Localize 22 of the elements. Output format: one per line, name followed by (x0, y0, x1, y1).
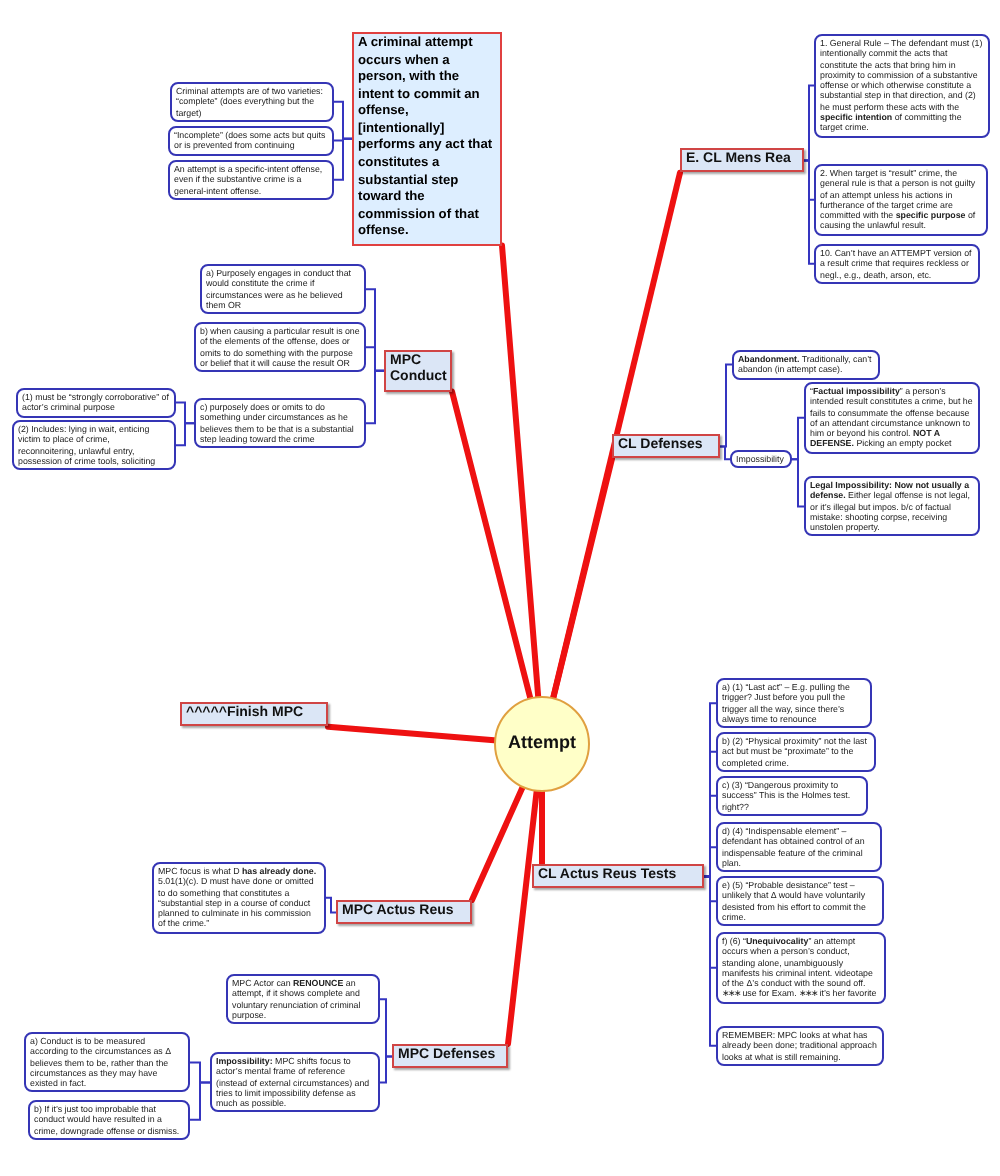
connector-line (189, 1081, 211, 1121)
connector-line (719, 363, 733, 448)
branch-line (550, 455, 615, 701)
branch-line (469, 784, 526, 903)
connector-line (365, 369, 385, 425)
connector-line (703, 846, 717, 878)
branch-line (539, 789, 545, 867)
connector-line (379, 1055, 393, 1084)
branch-line (449, 388, 534, 701)
branch-line (325, 723, 498, 744)
connector-line (175, 422, 195, 447)
branch-line (499, 242, 542, 700)
connector-line (703, 875, 717, 1047)
connector-line (333, 137, 353, 181)
connector-line (379, 998, 393, 1058)
connector-line (791, 458, 805, 508)
connector-line (791, 416, 805, 461)
connector-line (803, 84, 815, 162)
connector-line (803, 159, 815, 265)
connector-line (325, 896, 337, 914)
connector-line (719, 445, 731, 461)
branch-line (505, 788, 540, 1047)
